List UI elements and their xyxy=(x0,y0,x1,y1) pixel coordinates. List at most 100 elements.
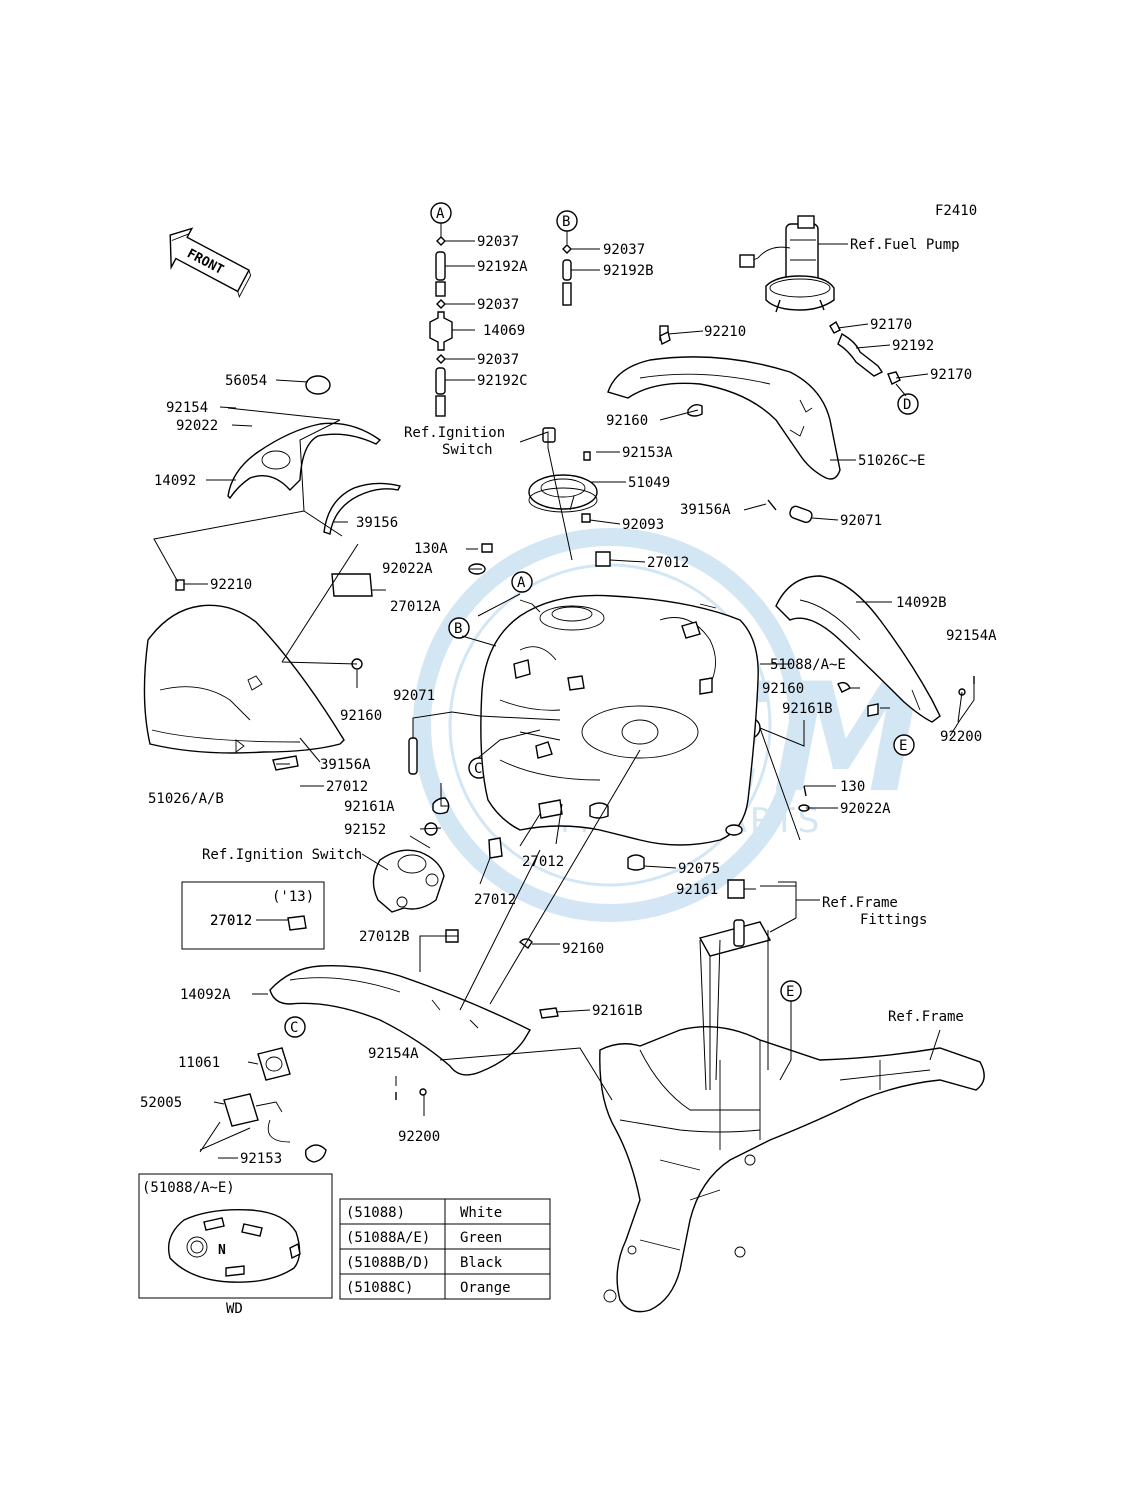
color-table-row: (51088) White xyxy=(346,1205,502,1221)
circle-label-b-tank: B xyxy=(448,617,470,639)
callout-11061: 11061 xyxy=(178,1055,220,1071)
callout-56054: 56054 xyxy=(225,373,267,389)
callout-92153: 92153 xyxy=(240,1151,282,1167)
fuel-tank-cover-rear xyxy=(607,325,841,480)
callout-92170: 92170 xyxy=(930,367,972,383)
callout-92192c: 92192C xyxy=(477,373,528,389)
fuel-tank-cover-front xyxy=(227,375,402,535)
callout-52005: 52005 xyxy=(140,1095,182,1111)
breather-hose-assembly-a xyxy=(429,223,453,417)
callout-92022a: 92022A xyxy=(840,801,891,817)
callout-92210: 92210 xyxy=(210,577,252,593)
variant-box-caption: WD xyxy=(226,1301,243,1317)
callout-27012: 27012 xyxy=(326,779,368,795)
circle-label-b-top: B xyxy=(556,210,578,232)
callout-27012a: 27012A xyxy=(390,599,441,615)
callout-51026c-e: 51026C~E xyxy=(858,453,925,469)
circle-label-a-top-text: A xyxy=(436,206,445,222)
callout-92170: 92170 xyxy=(870,317,912,333)
callout-39156a: 39156A xyxy=(320,757,371,773)
color-table-part: (51088C) xyxy=(346,1280,413,1296)
fuel-filler-cap xyxy=(528,474,598,513)
ref-frame: Ref.Frame xyxy=(888,1009,964,1025)
breather-hose-assembly-b xyxy=(562,231,572,306)
circle-label-a-tank-text: A xyxy=(517,575,526,591)
callout-51026-a-b: 51026/A/B xyxy=(148,791,224,807)
reference-labels: Ref.Fuel Pump Ref.Ignition Switch Ref.Ig… xyxy=(202,237,964,1025)
color-table-row: (51088C) Orange xyxy=(346,1280,511,1296)
circle-label-d-right-text: D xyxy=(903,397,911,413)
callout-labels: 92037 92192A 92037 14069 92037 92192C 92… xyxy=(140,234,997,1167)
callout-92093: 92093 xyxy=(622,517,664,533)
callout-130a: 130A xyxy=(414,541,448,557)
ref-ignition-switch-top-line2: Switch xyxy=(442,442,493,458)
front-direction-arrow: FRONT xyxy=(169,227,252,298)
callout-92160: 92160 xyxy=(762,681,804,697)
figure-code: F2410 xyxy=(935,203,977,219)
callout-51049: 51049 xyxy=(628,475,670,491)
callout-92192a: 92192A xyxy=(477,259,528,275)
callout-92022: 92022 xyxy=(176,418,218,434)
leader-lines xyxy=(153,240,975,1159)
callout-27012: 27012 xyxy=(474,892,516,908)
callout-92022a: 92022A xyxy=(382,561,433,577)
color-table: (51088) White (51088A/E) Green (51088B/D… xyxy=(339,1198,551,1300)
callout-14092a: 14092A xyxy=(180,987,231,1003)
color-table-part: (51088) xyxy=(346,1205,405,1221)
circle-label-c-bottom: C xyxy=(284,1016,306,1038)
year-variant-year: ('13) xyxy=(272,889,314,905)
variant-illustration-box: (51088/A~E) N WD xyxy=(138,1173,333,1317)
color-table-row: (51088A/E) Green xyxy=(346,1230,502,1246)
circle-label-d-right: D xyxy=(897,393,919,415)
fuel-pump xyxy=(739,215,835,313)
circle-label-e-right-text: E xyxy=(899,738,907,754)
callout-92200: 92200 xyxy=(940,729,982,745)
callout-92071: 92071 xyxy=(393,688,435,704)
callout-92192b: 92192B xyxy=(603,263,654,279)
motorcycle-frame xyxy=(599,919,985,1313)
callout-92161a: 92161A xyxy=(344,799,395,815)
callout-130: 130 xyxy=(840,779,865,795)
callout-27012: 27012 xyxy=(522,854,564,870)
callout-92192: 92192 xyxy=(892,338,934,354)
fuel-hose xyxy=(829,320,901,385)
callout-92154a: 92154A xyxy=(946,628,997,644)
callout-92152: 92152 xyxy=(344,822,386,838)
circle-label-b-tank-text: B xyxy=(454,621,462,637)
color-table-color: White xyxy=(460,1205,502,1221)
callout-92037: 92037 xyxy=(477,234,519,250)
callout-51088-a-e: 51088/A~E xyxy=(770,657,846,673)
callout-92210: 92210 xyxy=(704,324,746,340)
ref-fuel-pump: Ref.Fuel Pump xyxy=(850,237,960,253)
callout-39156a: 39156A xyxy=(680,502,731,518)
color-table-part: (51088A/E) xyxy=(346,1230,430,1246)
callout-92075: 92075 xyxy=(678,861,720,877)
callout-92160: 92160 xyxy=(606,413,648,429)
ref-frame-fittings-line1: Ref.Frame xyxy=(822,895,898,911)
color-table-color: Green xyxy=(460,1230,502,1246)
callout-27012: 27012 xyxy=(647,555,689,571)
callout-14069: 14069 xyxy=(483,323,525,339)
variant-box-title: (51088/A~E) xyxy=(142,1180,235,1196)
callout-92160: 92160 xyxy=(340,708,382,724)
callout-92154: 92154 xyxy=(166,400,208,416)
year-variant-part: 27012 xyxy=(210,913,252,929)
callout-92037: 92037 xyxy=(477,352,519,368)
circle-label-a-tank: A xyxy=(511,571,533,593)
circle-label-e-frame: E xyxy=(780,980,802,1002)
circle-label-c-tank-text: C xyxy=(474,761,482,777)
ignition-key-cylinder-top xyxy=(542,427,556,443)
color-table-row: (51088B/D) Black xyxy=(346,1255,503,1271)
fuel-tank-cover-right xyxy=(775,575,941,723)
circle-label-c-bottom-text: C xyxy=(290,1020,298,1036)
circle-label-a-top: A xyxy=(430,202,452,224)
color-table-color: Orange xyxy=(460,1280,511,1296)
callout-92161b: 92161B xyxy=(592,1003,643,1019)
callout-92154a: 92154A xyxy=(368,1046,419,1062)
ignition-switch xyxy=(372,849,445,913)
callout-14092b: 14092B xyxy=(896,595,947,611)
callout-39156: 39156 xyxy=(356,515,398,531)
year-variant-box: ('13) 27012 xyxy=(181,881,325,950)
callout-92037: 92037 xyxy=(477,297,519,313)
